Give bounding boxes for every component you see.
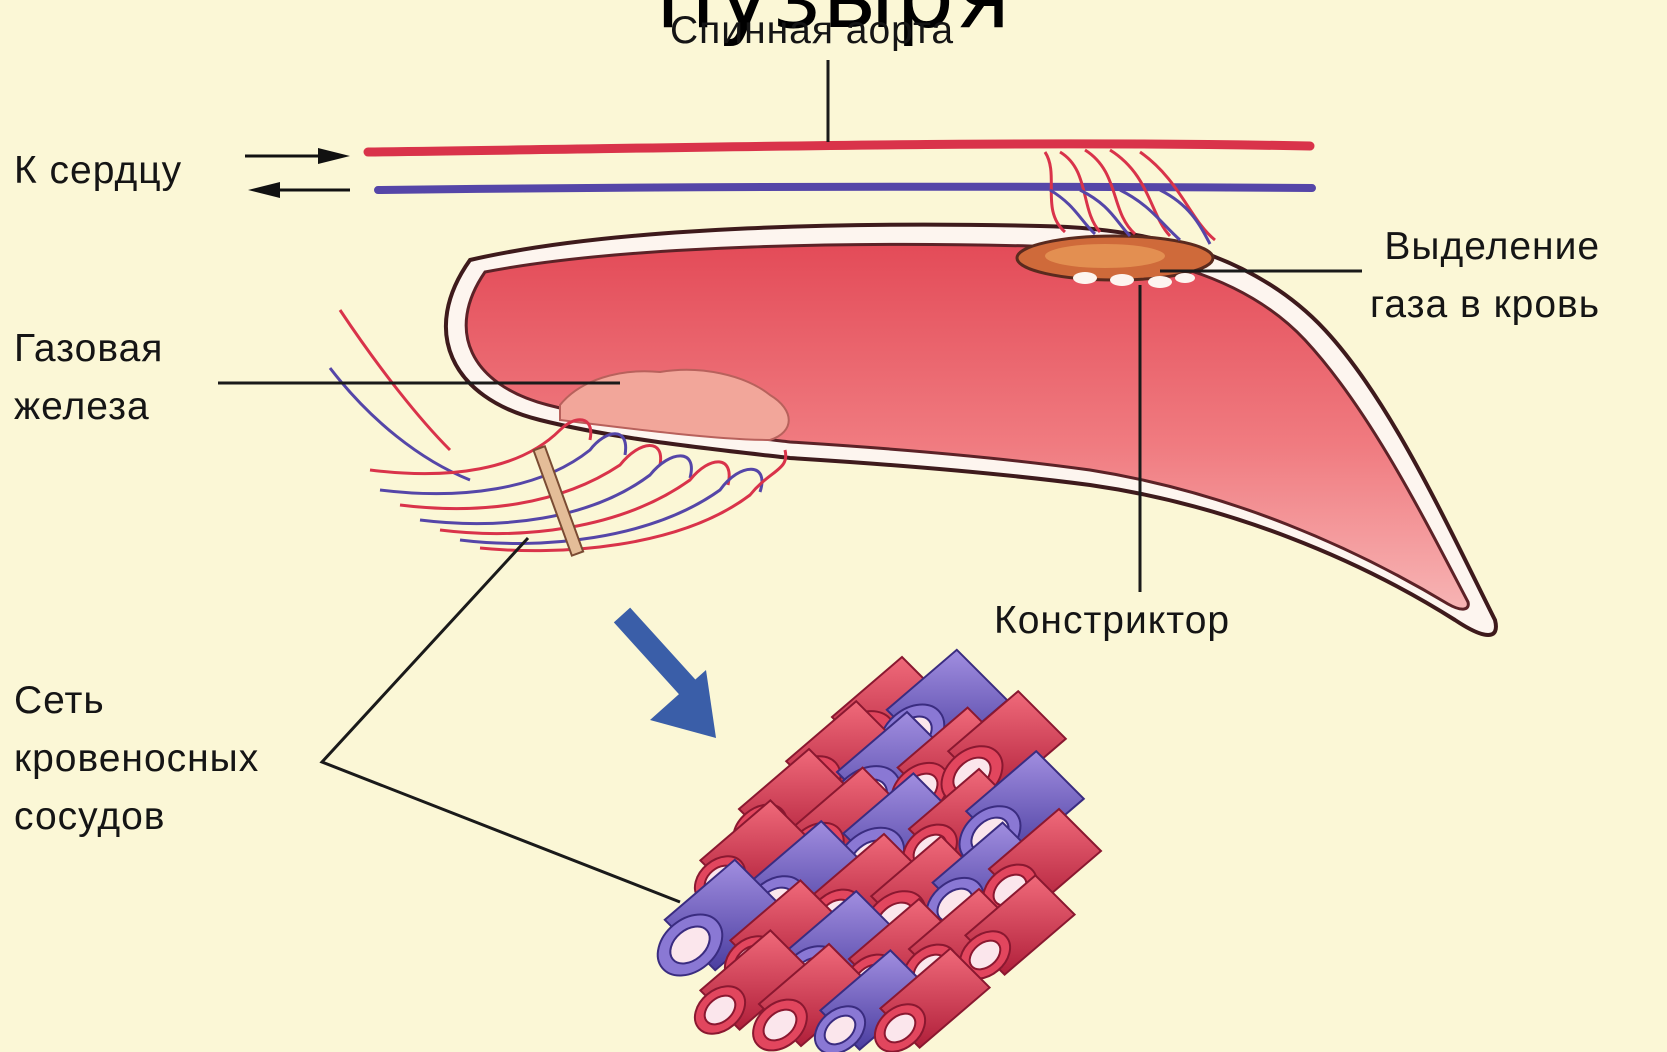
label-vessel-network: Сеть кровеносных сосудов xyxy=(14,672,259,846)
vessel-band xyxy=(534,446,584,555)
arrow-right-icon xyxy=(245,148,350,164)
label-to-heart: К сердцу xyxy=(14,142,182,200)
label-aorta: Спинная аорта xyxy=(670,2,954,60)
vessel-bundle xyxy=(646,650,1101,1052)
label-gas-release: Выделение газа в кровь xyxy=(1370,218,1600,334)
cardinal-vein xyxy=(378,187,1312,190)
label-constrictor: Констриктор xyxy=(994,592,1230,650)
network-leader-line xyxy=(322,538,680,902)
pointer-arrow-icon xyxy=(622,615,716,738)
label-gas-gland: Газовая железа xyxy=(14,320,163,436)
dorsal-aorta xyxy=(368,144,1310,152)
arrow-left-icon xyxy=(248,182,350,198)
